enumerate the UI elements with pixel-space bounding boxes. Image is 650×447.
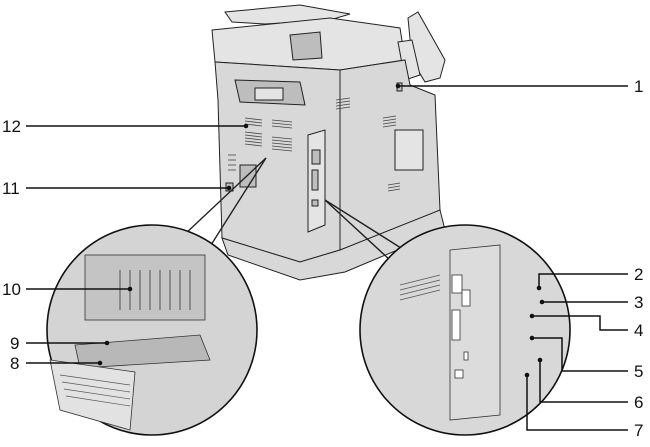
side-cover — [394, 129, 424, 171]
callout-labels: 1 2 3 4 5 6 7 8 9 10 11 12 — [2, 77, 643, 440]
port — [311, 149, 321, 165]
rear-connector — [239, 164, 257, 188]
port — [311, 199, 319, 207]
callout-3: 3 — [634, 293, 643, 312]
scanner-handle — [289, 31, 323, 61]
callout-10: 10 — [2, 280, 21, 299]
callout-1: 1 — [634, 77, 643, 96]
printer-illustration — [211, 4, 446, 281]
callout-9: 9 — [10, 334, 19, 353]
callout-8: 8 — [10, 354, 19, 373]
callout-11: 11 — [2, 179, 20, 198]
interface-ports-detail — [359, 224, 571, 436]
side-vents — [228, 97, 401, 192]
inner-fuser-detail — [46, 224, 258, 436]
output-handle — [254, 87, 284, 101]
callout-5: 5 — [634, 362, 643, 381]
callout-leaders — [26, 83, 628, 431]
rear-vents — [244, 117, 293, 152]
callout-2: 2 — [634, 265, 643, 284]
callout-12: 12 — [2, 117, 21, 136]
callout-7: 7 — [634, 421, 643, 440]
callout-4: 4 — [634, 321, 643, 340]
port — [311, 169, 319, 191]
callout-6: 6 — [634, 393, 643, 412]
